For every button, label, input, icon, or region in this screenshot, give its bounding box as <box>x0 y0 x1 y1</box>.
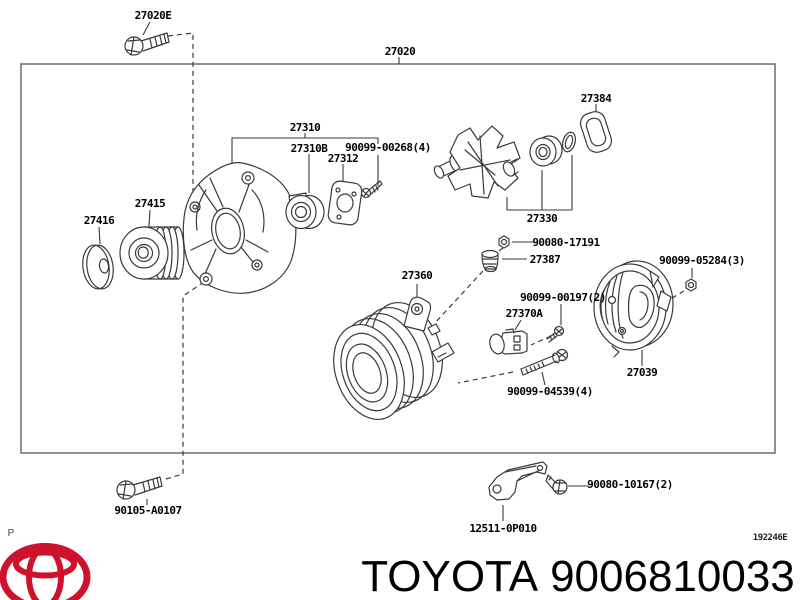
slinger-ring <box>562 131 576 153</box>
nut-05284 <box>685 278 697 292</box>
part-label-27330: 27330 <box>527 212 558 225</box>
brand-name: TOYOTA <box>361 552 538 600</box>
part-label-27387: 27387 <box>530 253 561 266</box>
part-label-27370a: 27370A <box>506 307 544 320</box>
dashed-leaders <box>165 32 685 480</box>
pulley <box>119 226 185 280</box>
part-label-27039: 27039 <box>627 366 658 379</box>
part-label-27310: 27310 <box>290 121 321 134</box>
rear-bearing <box>529 135 563 167</box>
part-label-27312: 27312 <box>328 152 359 165</box>
part-label-27415: 27415 <box>135 197 166 210</box>
flange-bolt-10167 <box>545 474 568 495</box>
catalog-part-number: 9006810033 <box>550 552 795 600</box>
stator-coil <box>333 296 455 421</box>
toyota-logo <box>0 543 91 600</box>
terminal-insulator <box>481 249 499 273</box>
assembly-box <box>20 63 776 454</box>
pulley-washer <box>82 244 114 290</box>
bearing-retainer-plate <box>327 180 363 226</box>
part-label-00268: 90099-00268(4) <box>345 141 431 154</box>
part-labels: 27020E 27020 27310 27310B 27312 90099-00… <box>8 9 788 543</box>
part-label-05284: 90099-05284(3) <box>659 254 745 267</box>
assembly-label: 27020 <box>385 45 416 58</box>
part-label-90105: 90105-A0107 <box>114 504 181 517</box>
alternator-bracket <box>488 461 548 501</box>
brush-holder <box>489 328 528 355</box>
front-bearing <box>285 194 325 230</box>
screw-00197 <box>546 325 565 343</box>
part-label-17191: 90080-17191 <box>532 236 600 249</box>
part-label-27020e: 27020E <box>135 9 172 22</box>
page-letter: P <box>8 528 15 539</box>
part-label-12511: 12511-0P010 <box>469 522 536 535</box>
terminal-gasket <box>579 111 613 153</box>
part-label-27360: 27360 <box>402 269 433 282</box>
part-label-27384: 27384 <box>581 92 612 105</box>
part-label-27416: 27416 <box>84 214 115 227</box>
screw-00268 <box>360 180 383 199</box>
flange-bolt-90105 <box>116 476 163 500</box>
rotor <box>433 125 521 199</box>
nut-17191 <box>498 235 510 249</box>
drive-end-frame <box>182 162 308 294</box>
flange-bolt-27020e <box>124 32 170 56</box>
part-label-00197: 90099-00197(2) <box>520 291 606 304</box>
through-bolt-04539 <box>520 348 569 376</box>
figure-code: 192246E <box>753 533 788 543</box>
rear-end-cover <box>593 260 674 358</box>
part-label-27310b: 27310B <box>291 142 329 155</box>
part-label-04539: 90099-04539(4) <box>507 385 593 398</box>
part-label-10167: 90080-10167(2) <box>587 478 673 491</box>
